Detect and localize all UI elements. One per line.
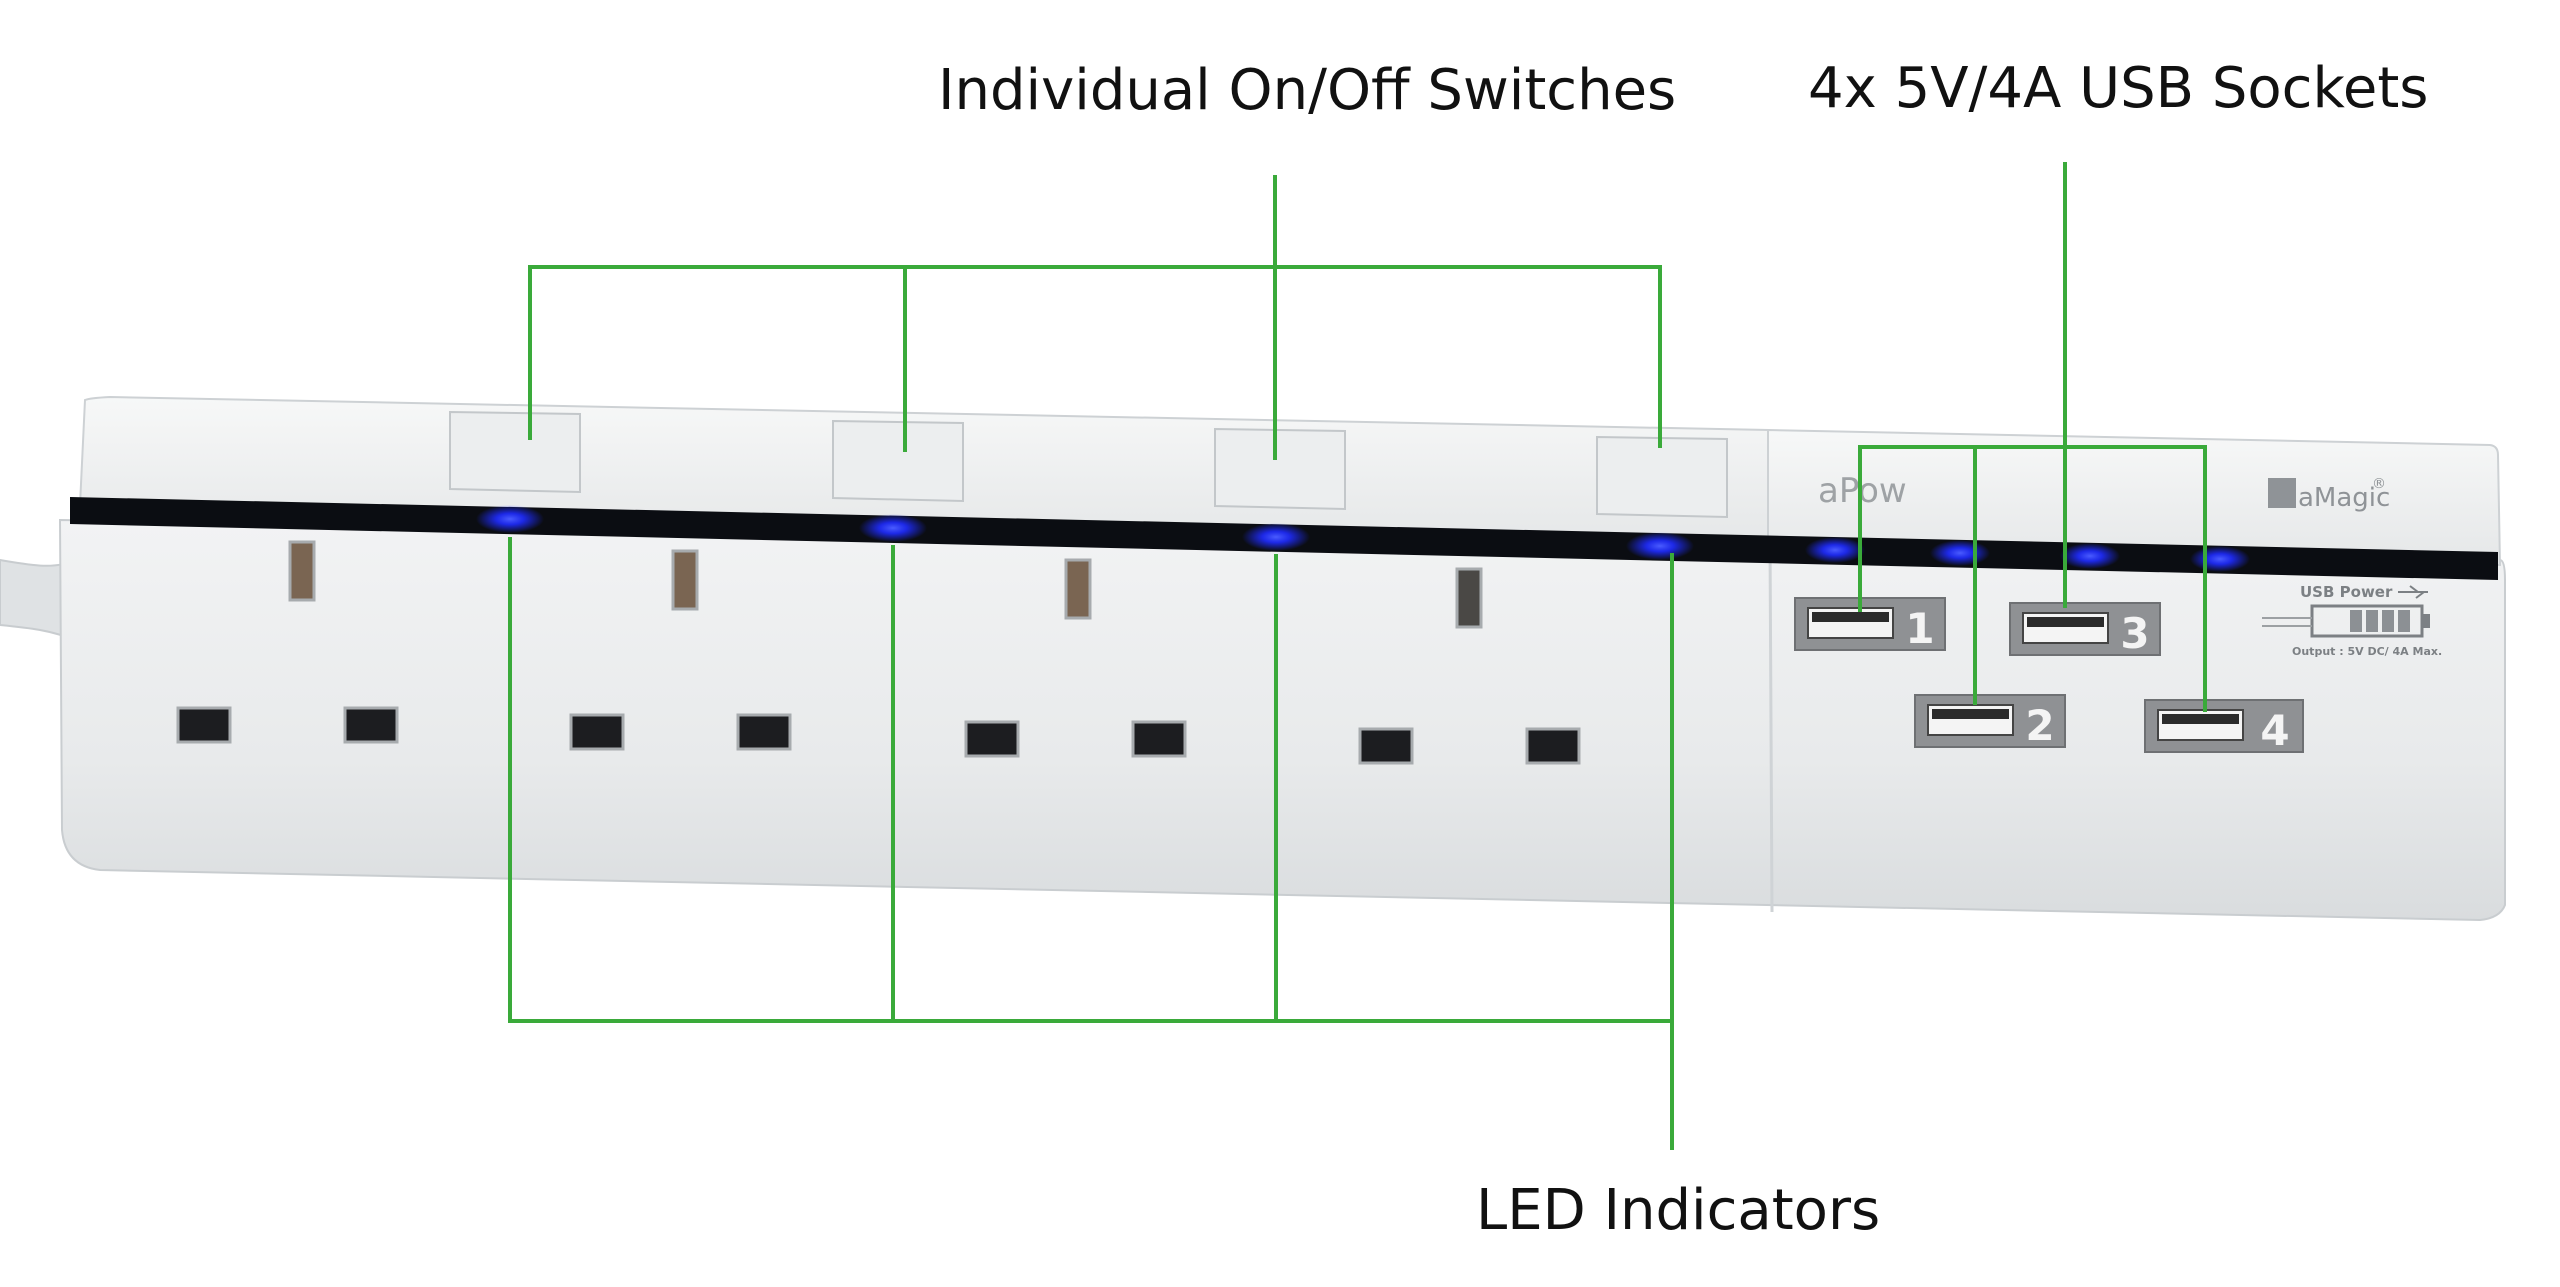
socket-4	[1358, 567, 1581, 765]
socket-2	[569, 549, 792, 751]
brand-apow-logo: aPow	[1818, 471, 1907, 511]
switch-1	[449, 410, 581, 494]
callout-led-label: LED Indicators	[1476, 1178, 1881, 1243]
strip-body	[58, 518, 2506, 922]
brand-apow-text: aPow	[1818, 471, 1907, 511]
socket-1	[176, 540, 399, 744]
switch-3	[1214, 427, 1346, 511]
module-divider	[1768, 539, 1774, 913]
usb-port-4-number: 4	[2260, 706, 2289, 755]
led-socket-3	[1242, 523, 1310, 551]
usb-port-1: 1	[1794, 597, 1946, 653]
callout-lines-switches	[528, 175, 1662, 460]
led-usb-1	[1805, 537, 1865, 563]
uk-sockets	[176, 540, 1581, 765]
usb-power-label: USB Power	[2300, 583, 2393, 601]
brand-registered-mark: ®	[2372, 476, 2386, 492]
led-socket-2	[859, 514, 927, 542]
callout-switches-label: Individual On/Off Switches	[938, 58, 1677, 123]
usb-ports: 1 3 2 4	[1794, 597, 2304, 755]
led-socket-4	[1626, 532, 1694, 560]
usb-symbol-icon	[2398, 585, 2428, 599]
usb-port-3-number: 3	[2120, 609, 2149, 658]
usb-port-3: 3	[2009, 602, 2161, 658]
led-usb-3	[2060, 543, 2120, 569]
usb-output-label: Output : 5V DC/ 4A Max.	[2292, 645, 2442, 658]
usb-port-4: 4	[2144, 699, 2304, 755]
usb-power-graphic: USB Power Output : 5V DC/ 4A Max.	[2262, 583, 2442, 658]
callout-lines-leds	[508, 537, 1674, 1150]
brand-amagic-logo: aMagic ®	[2268, 476, 2390, 513]
socket-3	[964, 558, 1187, 758]
switch-2	[832, 419, 964, 503]
callout-usb-label: 4x 5V/4A USB Sockets	[1808, 56, 2429, 121]
brand-amagic-text: aMagic	[2298, 483, 2390, 513]
usb-port-1-number: 1	[1905, 604, 1934, 653]
led-usb-2	[1930, 540, 1990, 566]
switch-4	[1596, 435, 1728, 519]
led-socket-1	[476, 505, 544, 533]
led-usb-4	[2190, 546, 2250, 572]
usb-port-2-number: 2	[2025, 701, 2054, 750]
usb-panel-top	[1767, 428, 2502, 567]
usb-port-2: 2	[1914, 694, 2066, 750]
rocker-switches	[449, 410, 1728, 519]
callout-lines-usb	[1858, 162, 2207, 712]
